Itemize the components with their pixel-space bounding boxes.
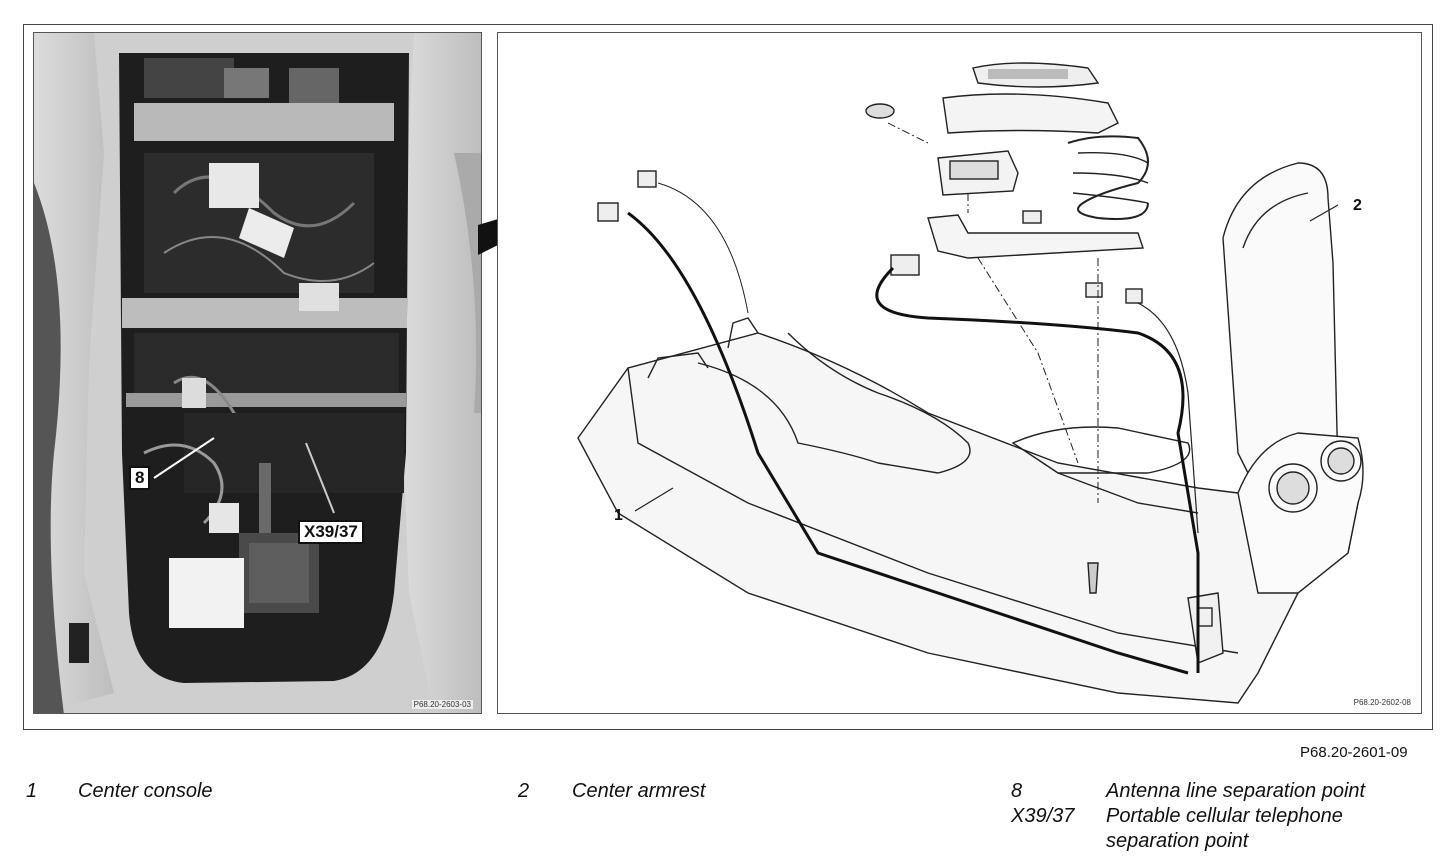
photo-code: P68.20-2603-03 bbox=[411, 700, 473, 709]
legend-number: 8 bbox=[1011, 780, 1023, 802]
callout-2: 2 bbox=[1353, 197, 1362, 214]
console-photo: 8 X39/37 P68.20-2603-03 bbox=[33, 32, 482, 714]
legend-number: 1 bbox=[26, 780, 38, 802]
figure-frame bbox=[23, 24, 1433, 730]
exploded-drawing: 1 2 P68.20-2602-08 bbox=[497, 32, 1422, 714]
console-photo-illustration bbox=[34, 33, 481, 713]
drawing-code: P68.20-2602-08 bbox=[1353, 698, 1411, 707]
legend-item-2: 2 Center armrest bbox=[518, 779, 918, 809]
callout-8: 8 bbox=[129, 466, 151, 490]
figure-code: P68.20-2601-09 bbox=[1300, 744, 1408, 761]
legend-text-line1: Portable cellular telephone bbox=[1106, 805, 1343, 827]
legend-item-8: 8 Antenna line separation point bbox=[1011, 779, 1431, 809]
legend-text: Center armrest bbox=[572, 780, 706, 802]
legend-text-line2: separation point bbox=[1106, 830, 1249, 852]
legend-item-x39-37: X39/37 Portable cellular telephone separ… bbox=[1011, 804, 1431, 859]
legend-text: Antenna line separation point bbox=[1106, 780, 1366, 802]
exploded-drawing-illustration bbox=[577, 62, 1364, 704]
legend-text: Center console bbox=[78, 780, 213, 802]
callout-1: 1 bbox=[614, 507, 623, 524]
callout-x39-37: X39/37 bbox=[298, 520, 364, 544]
legend-number: X39/37 bbox=[1011, 805, 1075, 827]
legend-item-1: 1 Center console bbox=[26, 779, 426, 809]
legend-number: 2 bbox=[518, 780, 530, 802]
